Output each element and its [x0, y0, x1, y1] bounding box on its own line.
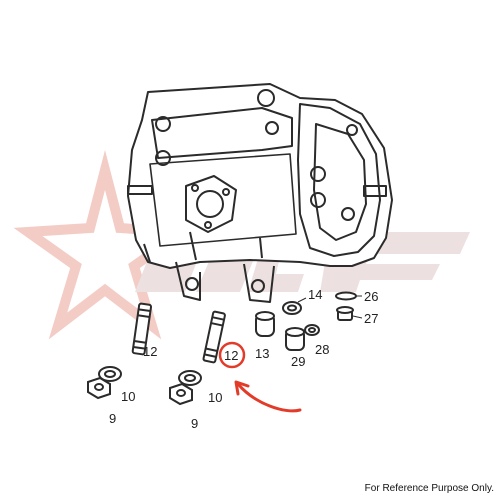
reference-note: For Reference Purpose Only. [364, 483, 494, 494]
nut-9-right [169, 382, 193, 406]
highlight-arrow-icon [234, 380, 302, 413]
dowel-13 [255, 311, 275, 337]
callout-12-left: 12 [143, 344, 157, 359]
callout-9-right: 9 [191, 416, 198, 431]
callout-9-left: 9 [109, 411, 116, 426]
gearbox-housing [127, 83, 393, 303]
washer-10-left [98, 366, 122, 382]
nut-9-left [87, 376, 111, 400]
washer-10-right [178, 370, 202, 386]
callout-13: 13 [255, 346, 269, 361]
pin-29 [285, 327, 305, 351]
callout-27: 27 [364, 311, 378, 326]
leader-lines [297, 295, 363, 319]
highlight-circle [218, 341, 246, 369]
stud-12-left [131, 302, 153, 356]
callout-28: 28 [315, 342, 329, 357]
plug-27 [336, 306, 354, 321]
stud-12-right [202, 310, 226, 364]
callout-10-right: 10 [208, 390, 222, 405]
callout-12-highlighted: 12 [224, 348, 238, 363]
callout-labels: 12 12 13 14 26 27 28 29 10 10 9 9 [109, 287, 378, 431]
oring-26 [335, 291, 357, 301]
callout-26: 26 [364, 289, 378, 304]
washer-14 [282, 301, 302, 315]
callout-14: 14 [308, 287, 322, 302]
callout-29: 29 [291, 354, 305, 369]
washer-28 [304, 324, 320, 336]
parts [87, 291, 357, 406]
callout-10-left: 10 [121, 389, 135, 404]
